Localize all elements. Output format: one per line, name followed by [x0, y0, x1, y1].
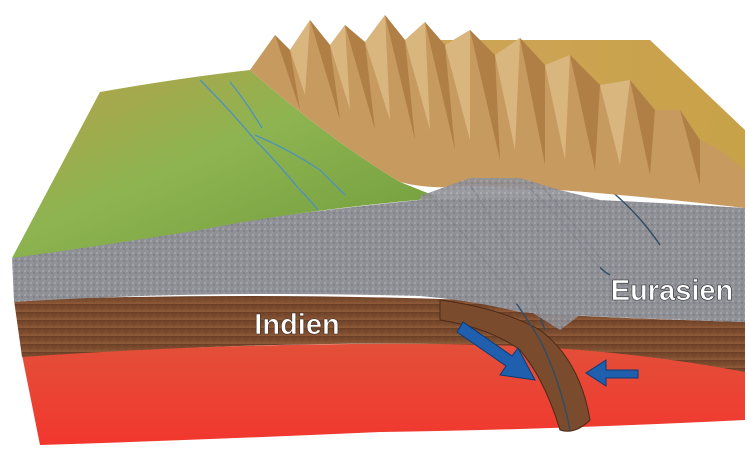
mantle-layer — [22, 344, 745, 445]
label-indien: Indien — [254, 309, 339, 341]
label-eurasien: Eurasien — [611, 275, 734, 307]
